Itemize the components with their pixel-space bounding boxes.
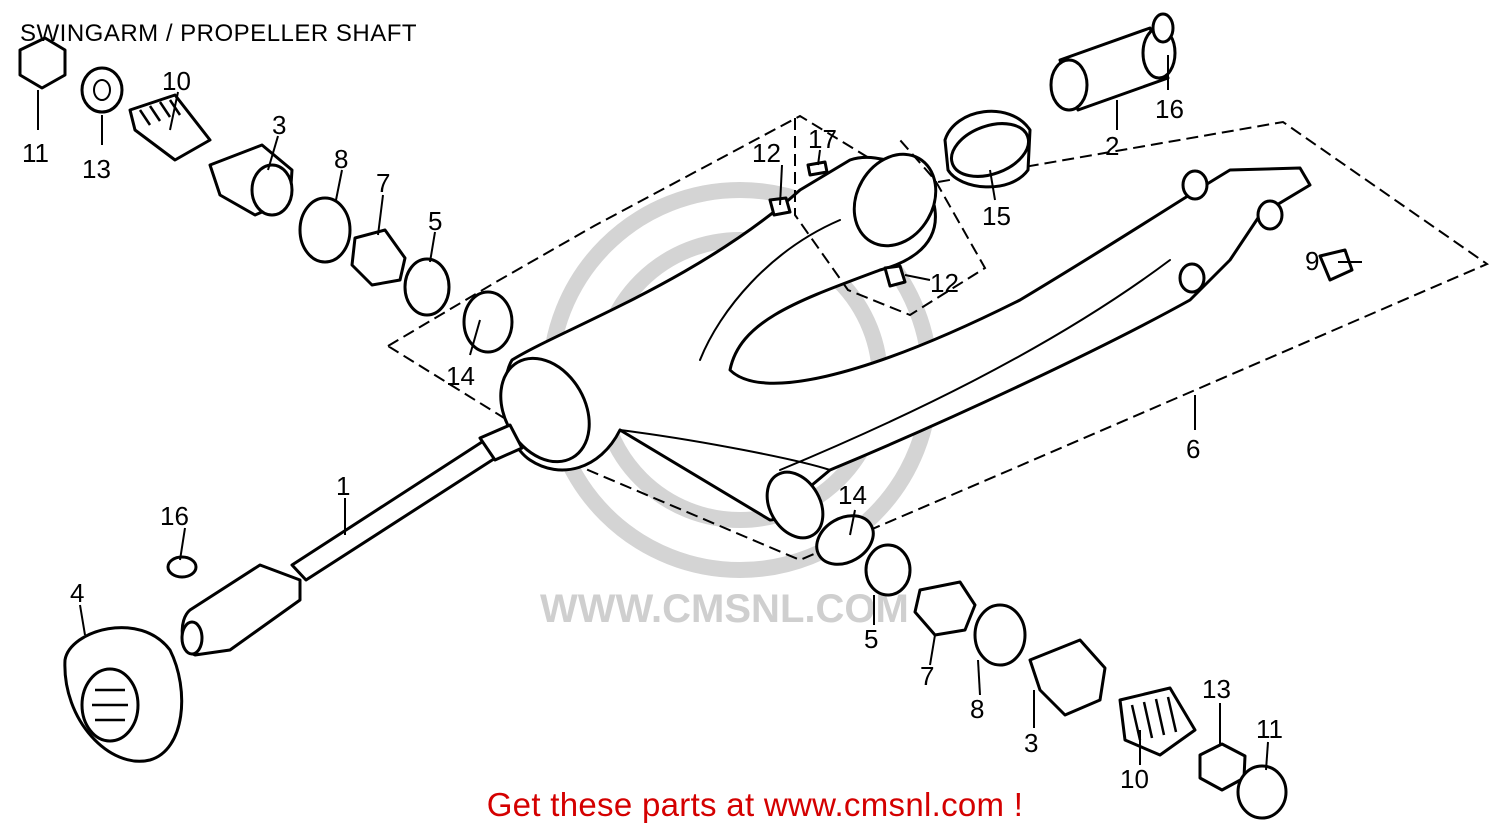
promo-text[interactable]: Get these parts at www.cmsnl.com ! [486,786,1024,823]
callout-16-top: 16 [1155,94,1184,124]
callout-8-bottom: 8 [970,694,984,724]
callout-7-bottom: 7 [920,661,934,691]
callout-4: 4 [70,578,84,608]
callout-12-top: 12 [752,138,781,168]
leader-lines [37,55,1362,771]
boot-part-4 [63,626,184,763]
boot-part-15 [943,109,1032,189]
watermark-text: WWW.CMSNL.COM [540,587,909,631]
cap-part-9 [1318,248,1354,282]
callout-16-bottom: 16 [160,501,189,531]
pivot-hardware-bottom [815,514,1288,820]
circlip-part-16-top [1151,12,1175,44]
callout-14-top: 14 [446,361,475,391]
callout-14-bottom: 14 [838,480,867,510]
washer-part-5-bottom [864,543,912,597]
callout-7-top: 7 [376,168,390,198]
cap-part-11-bottom [1236,764,1288,820]
callout-13-top: 13 [82,154,111,184]
pin-part-17 [806,160,829,177]
callout-15: 15 [982,201,1011,231]
callout-11-top: 11 [22,138,49,168]
callout-5-top: 5 [428,206,442,236]
bearing-part-14-bottom [815,514,875,566]
promo-link[interactable]: Get these parts at www.cmsnl.com ! [0,786,1500,824]
callout-8-top: 8 [334,144,348,174]
nut-part-12-bottom [883,264,907,288]
callout-17: 17 [808,124,837,154]
circlip-part-16-bottom [166,555,198,579]
callout-13-bottom: 13 [1202,674,1231,704]
callouts: 10 11 13 3 8 7 5 14 1 16 4 12 17 12 15 2… [22,66,1319,794]
seal-part-8-bottom [973,603,1027,667]
callout-10-bottom: 10 [1120,764,1149,794]
guard-outline [794,118,987,317]
callout-2: 2 [1105,131,1119,161]
nut-part-11-top [18,36,67,90]
assembly-outline [386,114,1490,562]
callout-11-bottom: 11 [1256,714,1283,744]
seal-part-8-top [298,196,352,264]
bearing-part-14-top [462,290,514,354]
callout-12-bottom: 12 [930,268,959,298]
callout-10-top: 10 [162,66,191,96]
washer-part-13-top [80,66,124,114]
page-title: SWINGARM / PROPELLER SHAFT [20,20,418,47]
callout-9: 9 [1305,246,1319,276]
swingarm [499,152,1312,540]
callout-5-bottom: 5 [864,624,878,654]
bolt-part-10-bottom [1118,686,1197,757]
collar-part-3-bottom [1028,638,1107,717]
callout-1: 1 [336,471,350,501]
callout-3-bottom: 3 [1024,728,1038,758]
propeller-shaft [180,423,524,657]
bushing-part-7-bottom [913,580,977,637]
pivot-hardware-top [18,36,514,354]
bushing-part-7-top [350,228,407,287]
callout-3-top: 3 [272,110,286,140]
callout-6: 6 [1186,434,1200,464]
washer-part-5-top [403,257,451,317]
